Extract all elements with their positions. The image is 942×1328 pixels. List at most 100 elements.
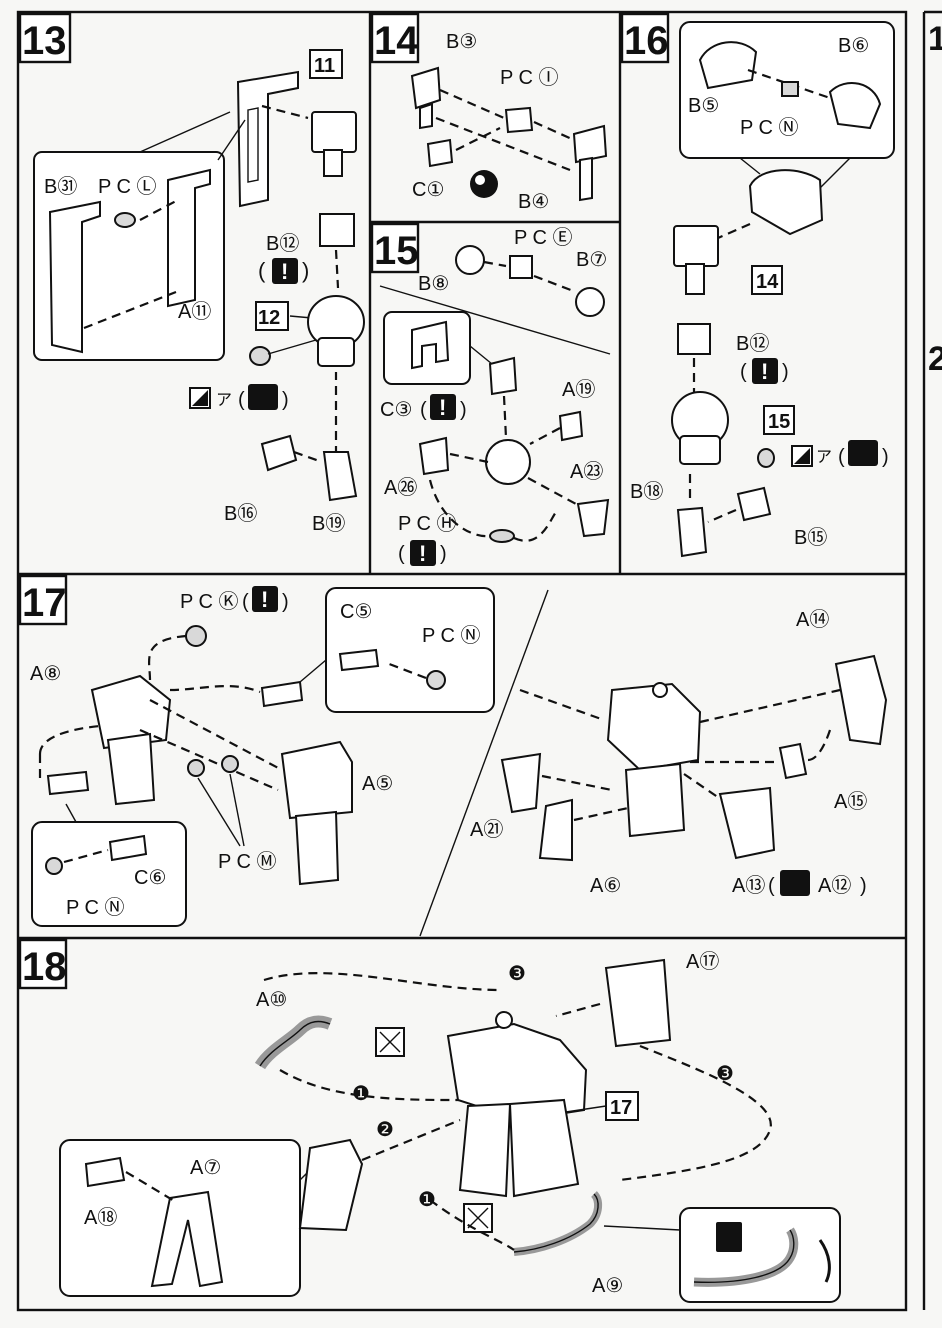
svg-text:A㉖: A㉖	[384, 476, 417, 499]
detail-callout	[325, 587, 495, 713]
svg-text:A⑦: A⑦	[190, 1157, 221, 1179]
svg-text:A⑭: A⑭	[796, 608, 829, 631]
svg-text:(: (	[398, 543, 405, 565]
svg-text:B⑦: B⑦	[576, 249, 607, 271]
step-number: 16	[624, 19, 669, 63]
head-front	[698, 41, 758, 90]
svg-text:C③: C③	[380, 399, 412, 421]
part-b31-main	[236, 70, 299, 208]
head-assembled	[748, 169, 824, 236]
svg-text:(: (	[242, 591, 249, 613]
svg-text:C⑤: C⑤	[340, 601, 372, 623]
part-a14	[834, 654, 888, 746]
svg-text:ア: ア	[816, 449, 832, 466]
svg-text:B⑫: B⑫	[736, 332, 769, 355]
svg-text:A⑲: A⑲	[562, 378, 595, 401]
svg-text:❶: ❶	[352, 1083, 370, 1105]
swap-icon	[848, 440, 878, 466]
svg-text:B⑯: B⑯	[224, 502, 257, 525]
svg-text:(: (	[838, 446, 845, 468]
svg-text:C⑥: C⑥	[134, 867, 166, 889]
svg-text:B⑤: B⑤	[688, 95, 719, 117]
svg-text:P C Ⓝ: P C Ⓝ	[740, 116, 799, 139]
bend-icon	[716, 1222, 742, 1252]
svg-text:A㉑: A㉑	[470, 818, 503, 841]
svg-text:❷: ❷	[376, 1119, 394, 1141]
part-a7	[150, 1190, 224, 1288]
svg-text:): )	[882, 446, 889, 468]
svg-text:C①: C①	[412, 179, 444, 201]
svg-text:❸: ❸	[508, 963, 526, 985]
svg-text:B㉛: B㉛	[44, 175, 77, 198]
svg-text:A⑩: A⑩	[256, 989, 287, 1011]
torso-assembly	[606, 682, 702, 772]
detail-callout	[383, 311, 471, 385]
svg-text:11: 11	[314, 55, 335, 77]
page-frame	[16, 10, 908, 1312]
part-a26	[418, 436, 450, 476]
detail-callout	[679, 1207, 841, 1303]
sticker-a	[249, 346, 271, 366]
step-17: 17 P C Ⓚ ( ! ) C⑤ P C Ⓝ A⑧ A⑤ P C Ⓜ	[18, 574, 888, 937]
svg-text:A⑬: A⑬	[732, 874, 765, 897]
svg-text:): )	[282, 389, 289, 411]
caution-icon	[410, 540, 436, 566]
caution-icon	[752, 358, 778, 384]
torso-assembly	[446, 1022, 588, 1122]
svg-text:❸: ❸	[716, 1063, 734, 1085]
svg-text:B⑥: B⑥	[838, 35, 869, 57]
svg-text:P C Ⓘ: P C Ⓘ	[500, 66, 559, 89]
step-number: 14	[374, 19, 419, 63]
step-13: 13 B㉛ P C Ⓛ A⑪ 11 B⑫ ( ! ) 12	[18, 12, 365, 535]
svg-text:P C Ⓝ: P C Ⓝ	[422, 624, 481, 647]
svg-text:2: 2	[928, 340, 942, 378]
torso-assembly	[485, 439, 531, 485]
svg-text:A⑤: A⑤	[362, 773, 393, 795]
svg-text:12: 12	[258, 307, 280, 329]
swap-icon	[248, 384, 278, 410]
svg-text:P C Ⓗ: P C Ⓗ	[398, 512, 457, 535]
part-a17	[604, 958, 672, 1048]
swap-icon	[780, 870, 810, 896]
svg-text:A⑰: A⑰	[686, 950, 719, 973]
svg-text:P C Ⓝ: P C Ⓝ	[66, 896, 125, 919]
step-16: 16 B⑥ B⑤ P C Ⓝ 14 B⑫ ( ! ) 15 ア ( )	[620, 12, 895, 558]
svg-text:15: 15	[768, 411, 790, 433]
svg-text:(: (	[420, 399, 427, 421]
part-b4	[572, 124, 608, 164]
svg-text:!: !	[439, 395, 446, 420]
head-back	[828, 82, 882, 130]
caution-icon	[430, 394, 456, 420]
poly-cap-e	[509, 255, 533, 279]
svg-text:A⑮: A⑮	[834, 790, 867, 813]
svg-text:): )	[282, 591, 289, 613]
body-frame-a5	[280, 740, 353, 820]
step-number: 17	[22, 581, 67, 625]
part-a13	[718, 786, 776, 860]
part-a21	[500, 752, 542, 814]
svg-text:B⑱: B⑱	[630, 480, 663, 503]
svg-text:A⑪: A⑪	[178, 300, 211, 323]
step-18: 18 A⑩ ❶ ❷ ❸ ❸ ❶ 17 A⑰ A⑱ A⑦	[18, 938, 841, 1303]
joint-part	[311, 111, 357, 153]
svg-text:B⑧: B⑧	[418, 273, 449, 295]
svg-text:!: !	[761, 359, 768, 384]
svg-text:14: 14	[756, 271, 779, 293]
caution-icon	[252, 586, 278, 612]
part-stand	[298, 1138, 364, 1232]
svg-text:P C Ⓛ: P C Ⓛ	[98, 175, 157, 198]
svg-text:A㉓: A㉓	[570, 460, 603, 483]
step-15: 15 P C Ⓔ B⑧ B⑦ C③ ( ! ) A⑲ A㉖ A㉓ P C Ⓗ (	[370, 222, 611, 566]
svg-text:❶: ❶	[418, 1189, 436, 1211]
svg-text:): )	[860, 875, 867, 897]
svg-text:A⑨: A⑨	[592, 1275, 623, 1297]
svg-text:P C Ⓔ: P C Ⓔ	[514, 226, 573, 249]
svg-text:ア: ア	[216, 392, 232, 409]
svg-text:B⑲: B⑲	[312, 512, 345, 535]
svg-text:(: (	[768, 875, 775, 897]
svg-text:): )	[302, 258, 309, 283]
svg-text:(: (	[258, 258, 266, 283]
step-number: 18	[22, 945, 67, 989]
svg-text:P C Ⓚ: P C Ⓚ	[180, 590, 239, 613]
